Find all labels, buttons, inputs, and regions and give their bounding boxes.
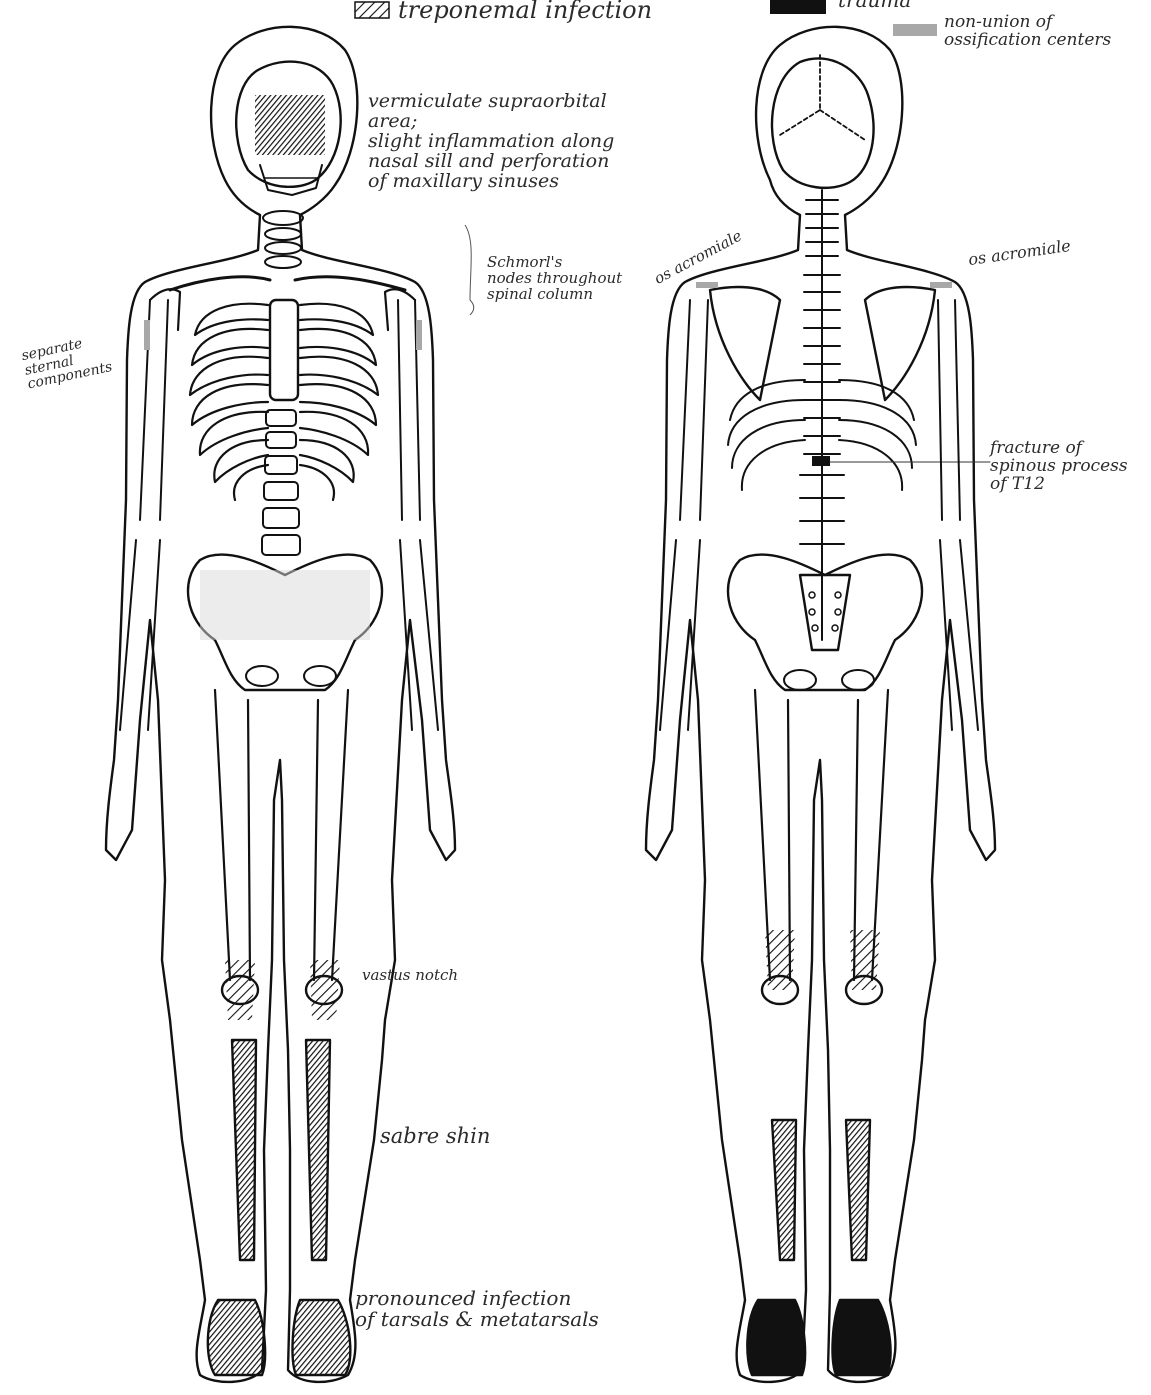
legend-swatch-nonunion bbox=[893, 24, 937, 36]
front-tibia-left-hatch bbox=[232, 1040, 256, 1260]
legend-label-nonunion: non-union of ossification centers bbox=[944, 14, 1144, 50]
annotation-skull: vermiculate supraorbital area; slight in… bbox=[368, 92, 614, 192]
back-tibia-right-hatch bbox=[846, 1120, 870, 1260]
front-pelvis-gray bbox=[200, 570, 370, 640]
front-foot-left bbox=[208, 1300, 265, 1375]
back-scapula-right bbox=[865, 287, 935, 400]
front-tibia-right-hatch bbox=[306, 1040, 330, 1260]
back-skull bbox=[772, 58, 874, 187]
front-sternum bbox=[270, 300, 298, 400]
annotation-sabre: sabre shin bbox=[380, 1125, 490, 1147]
front-clavicles bbox=[170, 277, 405, 290]
front-ribs bbox=[190, 304, 378, 500]
back-body-outline bbox=[646, 27, 995, 1382]
front-skeleton bbox=[106, 27, 455, 1382]
legend-label-trauma: trauma bbox=[838, 0, 911, 11]
annotation-tarsals: pronounced infection of tarsals & metata… bbox=[355, 1288, 599, 1330]
front-face-hatch bbox=[255, 95, 325, 155]
back-foot-right bbox=[833, 1300, 891, 1375]
front-lumbar bbox=[262, 410, 300, 555]
back-sacrum bbox=[800, 575, 850, 650]
front-jaw bbox=[260, 165, 322, 195]
annotation-vastus: vastus notch bbox=[362, 968, 458, 984]
back-skeleton bbox=[646, 27, 995, 1382]
back-foot-left bbox=[747, 1300, 805, 1375]
front-foot-right bbox=[293, 1300, 351, 1375]
back-tibia-left-hatch bbox=[772, 1120, 796, 1260]
legend-label-treponemal: treponemal infection bbox=[398, 0, 652, 23]
front-cervical bbox=[263, 211, 303, 268]
annotation-fracture: fracture of spinous process of T12 bbox=[990, 440, 1128, 494]
back-fracture-t12 bbox=[812, 456, 830, 466]
front-body-outline bbox=[106, 27, 455, 1382]
annotation-lines bbox=[465, 225, 474, 315]
legend-swatch-trauma bbox=[770, 0, 826, 14]
legend-swatch-treponemal bbox=[355, 2, 389, 18]
front-arm-bones bbox=[120, 300, 438, 730]
annotation-spine: Schmorl's nodes throughout spinal column bbox=[487, 255, 622, 302]
